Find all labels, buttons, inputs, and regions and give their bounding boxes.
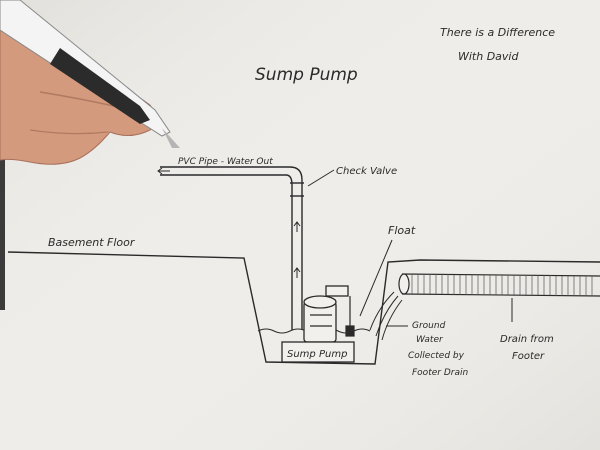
ground-water-label-3: Collected by xyxy=(408,351,465,361)
pvc-pipe xyxy=(160,166,304,330)
note-line-2: With David xyxy=(458,50,519,63)
drain-label-line-1: Drain from xyxy=(500,334,554,345)
hand-with-pen xyxy=(0,0,180,165)
diagram-title: Sump Pump xyxy=(255,65,358,85)
basement-floor-line xyxy=(7,251,600,365)
float-pointer xyxy=(359,239,393,317)
drain-ridges xyxy=(411,274,593,296)
float-switch xyxy=(345,296,355,337)
check-valve-pointer xyxy=(307,169,335,187)
check-valve-label: Check Valve xyxy=(336,166,397,177)
sump-pump-label: Sump Pump xyxy=(287,349,347,360)
basement-floor-label: Basement Floor xyxy=(48,236,136,249)
pvc-pipe-label: PVC Pipe - Water Out xyxy=(178,157,273,167)
table-edge xyxy=(0,160,5,310)
water-inflow xyxy=(369,291,403,341)
footer-drain-pipe xyxy=(398,273,600,297)
flow-arrow-left xyxy=(157,167,170,175)
sump-pump-unit xyxy=(281,285,355,363)
flow-arrow-up-1 xyxy=(293,221,301,232)
float-label: Float xyxy=(388,224,416,237)
ground-water-label-1: Ground xyxy=(412,321,446,331)
flow-arrow-up-2 xyxy=(293,267,301,278)
note-line-1: There is a Difference xyxy=(440,26,555,39)
ground-water-label-2: Water xyxy=(416,335,444,345)
drain-label-line-2: Footer xyxy=(512,351,545,362)
ground-water-label-4: Footer Drain xyxy=(412,368,468,378)
